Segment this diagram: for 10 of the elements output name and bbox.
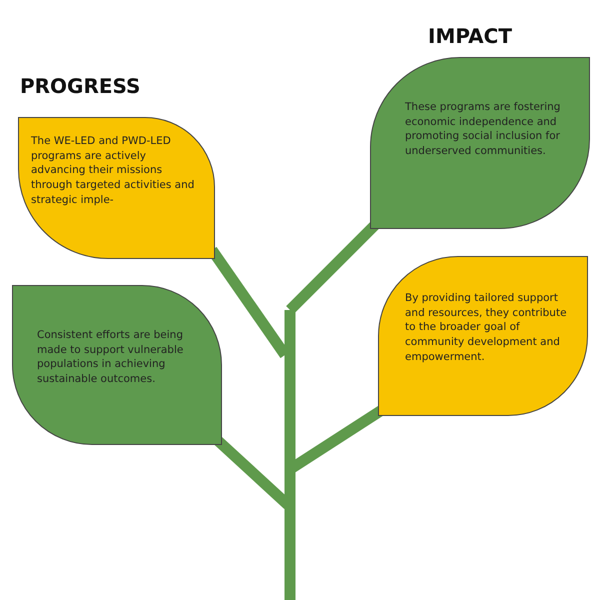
leaf-text: By providing tailored support and resources, they contribute to the broader goal of community development and empowerment. xyxy=(405,291,568,364)
leaf-text: These programs are fostering economic independence and promoting social inclusion for underserved communities. xyxy=(405,100,562,159)
leaf-shape xyxy=(12,285,222,445)
leaf-shape xyxy=(378,256,588,416)
leaf-text: Consistent efforts are being made to support vulnerable populations in achieving sustainable outcomes. xyxy=(37,328,184,387)
section-heading: IMPACT xyxy=(428,24,512,48)
leaf-shape xyxy=(370,57,590,229)
leaf-text: The WE-LED and PWD-LED programs are actively advancing their missions through targeted activities and strategic imple- xyxy=(31,134,196,208)
leaf-shape xyxy=(18,117,215,259)
section-heading: PROGRESS xyxy=(20,74,140,98)
